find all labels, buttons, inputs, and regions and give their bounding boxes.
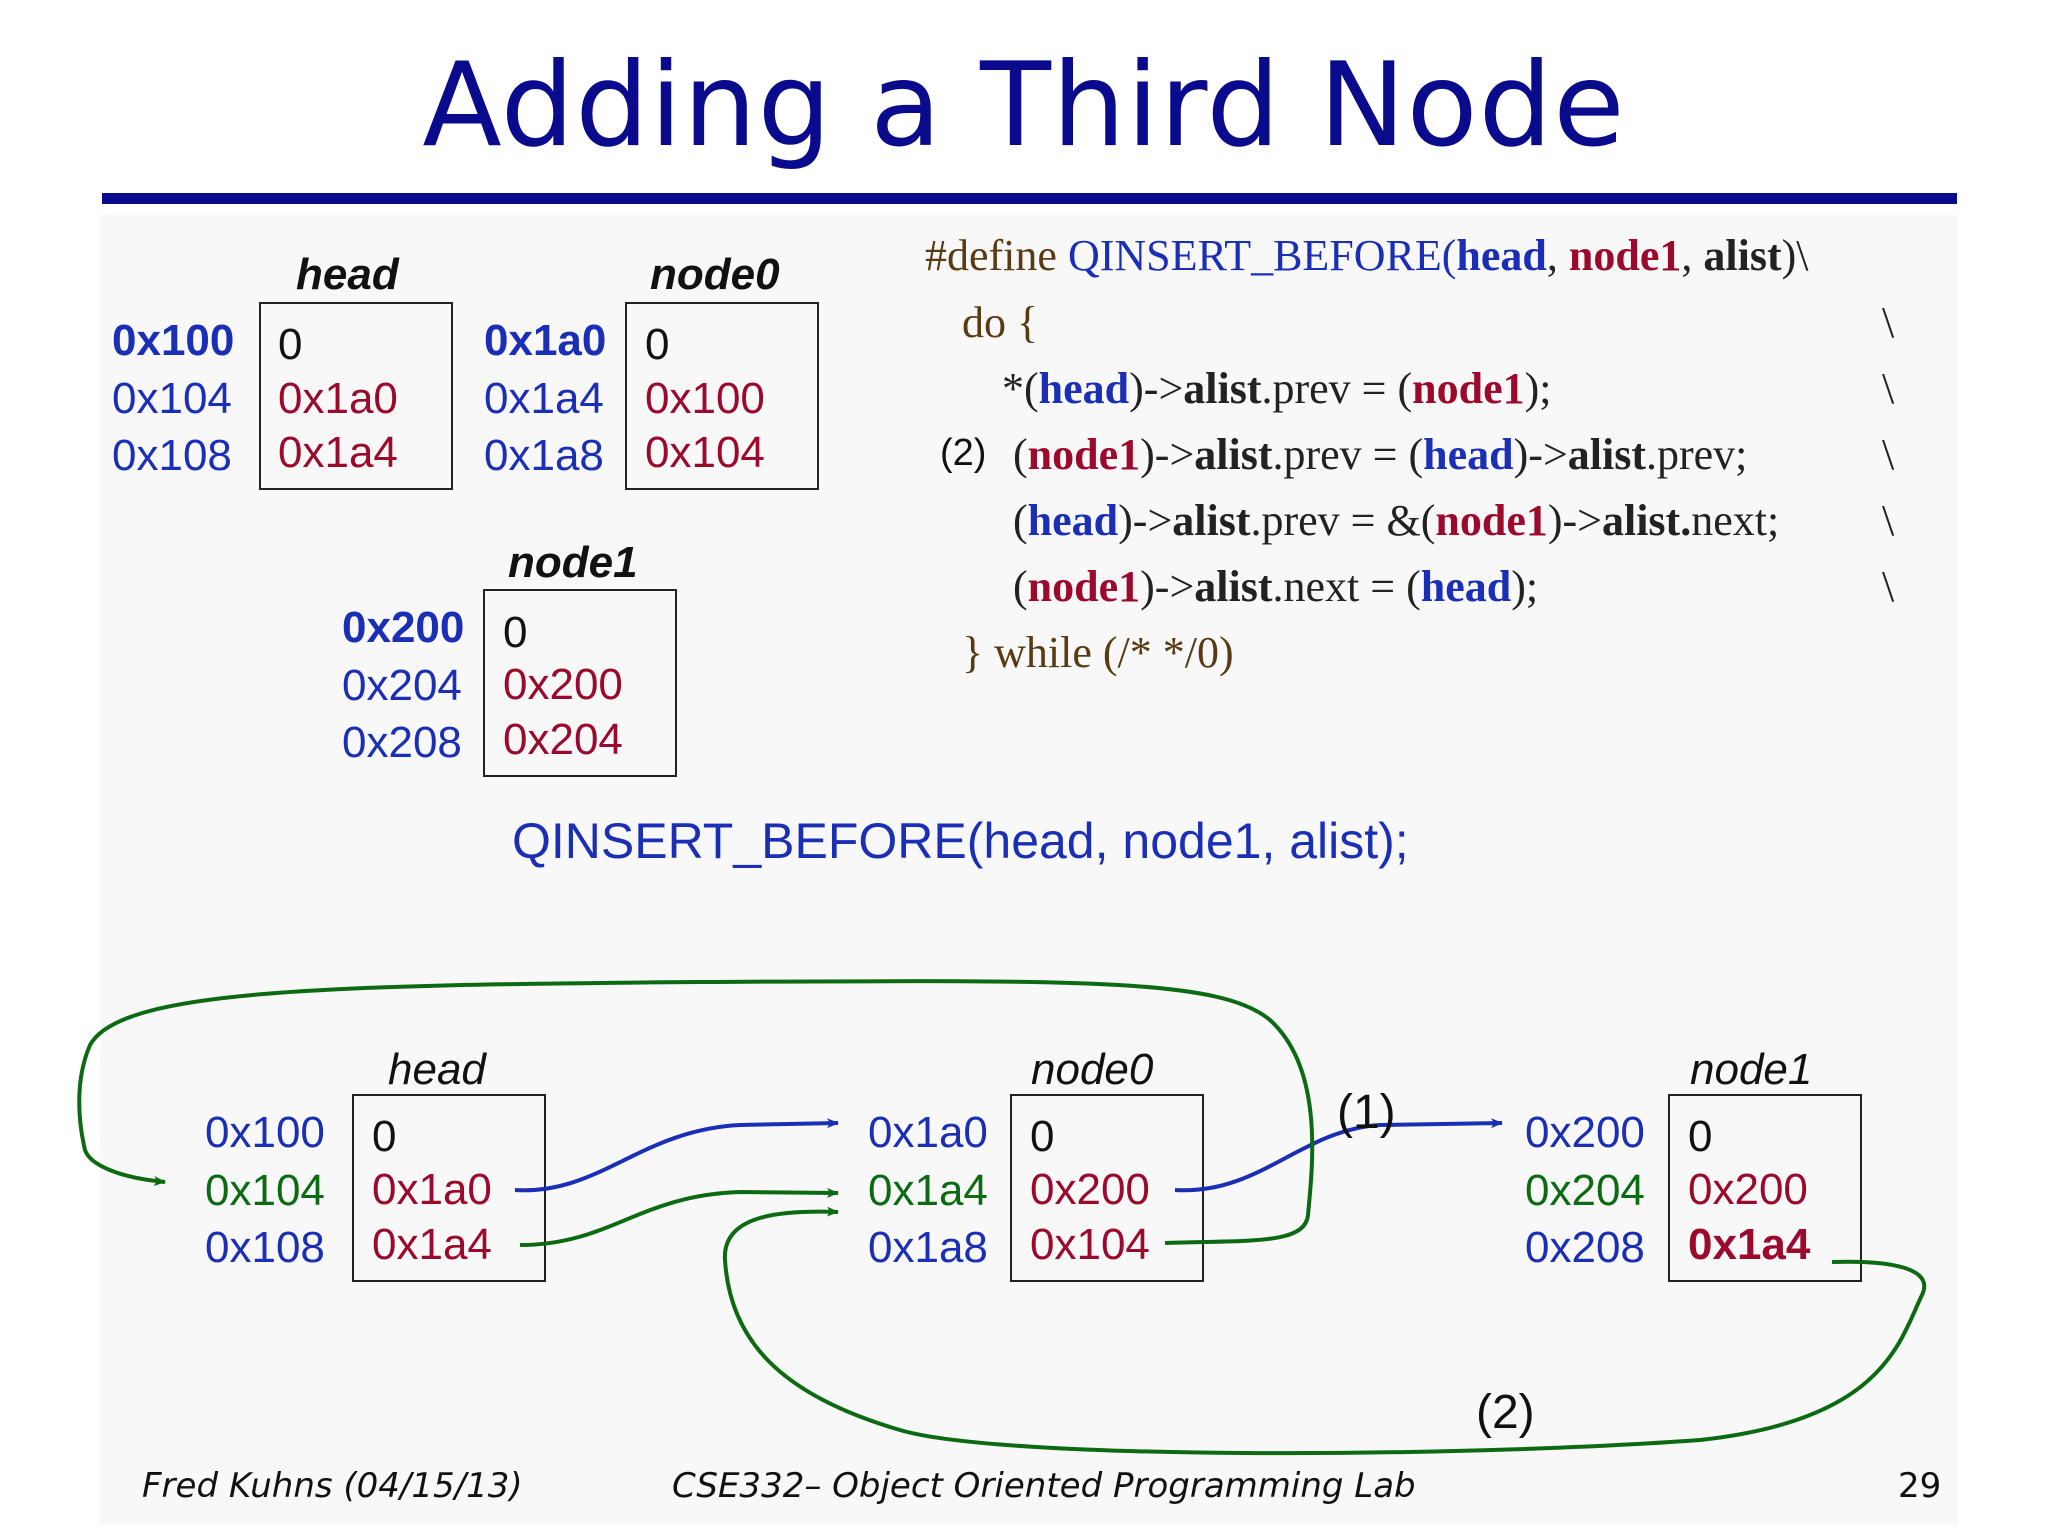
top-node1-addr-2: 0x208 (342, 718, 462, 767)
top-node1-addr-1: 0x204 (342, 661, 462, 710)
top-node1-val-2: 0x204 (503, 715, 623, 764)
top-node0-addr-0: 0x1a0 (484, 316, 607, 365)
macro-line-4: (node1)->alist.prev = (head)->alist.prev… (1013, 430, 1748, 479)
top-head-label: head (296, 250, 399, 299)
footer-course: CSE332– Object Oriented Programming Lab (672, 1466, 1416, 1506)
step-2-marker: (2) (940, 432, 987, 474)
macro-line-3: *(head)->alist.prev = (node1); (1002, 364, 1552, 413)
bottom-node0-addr-1: 0x1a4 (868, 1166, 988, 1215)
arrow-node0-prev-to-head (77, 979, 1315, 1245)
arrow-head-next-to-node0 (514, 1118, 839, 1193)
top-node0-box (625, 302, 819, 490)
macro-line-5-continuation: \ (1882, 496, 1895, 545)
macro-call: QINSERT_BEFORE(head, node1, alist); (512, 813, 1409, 869)
footer-author: Fred Kuhns (04/15/13) (142, 1466, 523, 1506)
bottom-node1-label: node1 (1690, 1045, 1813, 1094)
macro-line-7: } while (/* */0) (962, 628, 1234, 677)
arrow-step-1-node0-next-to-node1 (1174, 1118, 1503, 1193)
arrow-head-prev-to-node0 (519, 1187, 839, 1247)
macro-line-5: (head)->alist.prev = &(node1)->alist.nex… (1013, 496, 1780, 545)
top-head-val-2: 0x1a4 (278, 428, 398, 477)
top-node0-val-0: 0 (645, 320, 670, 369)
top-node1-addr-0: 0x200 (342, 603, 465, 652)
bottom-node1-box (1668, 1094, 1862, 1282)
bottom-node1-val-1: 0x200 (1688, 1165, 1808, 1214)
bottom-node0-val-1: 0x200 (1030, 1165, 1150, 1214)
bottom-node0-label: node0 (1031, 1045, 1154, 1094)
macro-line-6-continuation: \ (1882, 562, 1895, 611)
top-head-val-1: 0x1a0 (278, 374, 398, 423)
bottom-head-label: head (388, 1045, 486, 1094)
macro-line-4-continuation: \ (1882, 430, 1895, 479)
bottom-head-addr-1: 0x104 (205, 1166, 325, 1215)
title-rule (102, 193, 1957, 204)
macro-line-2-continuation: \ (1882, 298, 1895, 347)
top-node0-val-2: 0x104 (645, 428, 765, 477)
bottom-node0-val-2: 0x104 (1030, 1220, 1150, 1269)
macro-line-6: (node1)->alist.next = (head); (1013, 562, 1539, 611)
top-head-val-0: 0 (278, 320, 303, 369)
top-node0-addr-2: 0x1a8 (484, 431, 604, 480)
bottom-head-val-2: 0x1a4 (372, 1220, 492, 1269)
bottom-node0-addr-0: 0x1a0 (868, 1108, 988, 1157)
bottom-node1-addr-2: 0x208 (1525, 1223, 1645, 1272)
top-node1-box (483, 589, 677, 777)
top-head-addr-1: 0x104 (112, 374, 232, 423)
bottom-head-addr-2: 0x108 (205, 1223, 325, 1272)
macro-line-3-continuation: \ (1882, 364, 1895, 413)
bottom-node0-addr-2: 0x1a8 (868, 1223, 988, 1272)
top-node0-addr-1: 0x1a4 (484, 374, 604, 423)
top-head-addr-0: 0x100 (112, 316, 235, 365)
bottom-head-addr-0: 0x100 (205, 1108, 325, 1157)
bottom-node1-val-2: 0x1a4 (1688, 1220, 1811, 1269)
bottom-node0-val-0: 0 (1030, 1112, 1055, 1161)
top-node1-label: node1 (508, 538, 638, 587)
footer-page-number: 29 (1898, 1466, 1942, 1506)
top-head-box (259, 302, 453, 490)
bottom-node1-val-0: 0 (1688, 1112, 1713, 1161)
top-node1-val-1: 0x200 (503, 660, 623, 709)
top-head-addr-2: 0x108 (112, 431, 232, 480)
macro-line-2: do { (962, 298, 1039, 347)
step-1-label: (1) (1337, 1086, 1396, 1139)
top-node0-val-1: 0x100 (645, 374, 765, 423)
arrow-step-2-node1-prev-to-node0 (722, 1206, 1927, 1456)
bottom-node1-addr-1: 0x204 (1525, 1166, 1645, 1215)
macro-line-1: #define QINSERT_BEFORE(head, node1, alis… (925, 231, 1809, 280)
bottom-head-val-0: 0 (372, 1112, 397, 1161)
content-panel (100, 215, 1958, 1525)
top-node0-label: node0 (650, 250, 780, 299)
step-2-label: (2) (1476, 1386, 1535, 1439)
slide-title: Adding a Third Node (422, 38, 1626, 173)
top-node1-val-0: 0 (503, 608, 528, 657)
bottom-head-val-1: 0x1a0 (372, 1165, 492, 1214)
bottom-node1-addr-0: 0x200 (1525, 1108, 1645, 1157)
